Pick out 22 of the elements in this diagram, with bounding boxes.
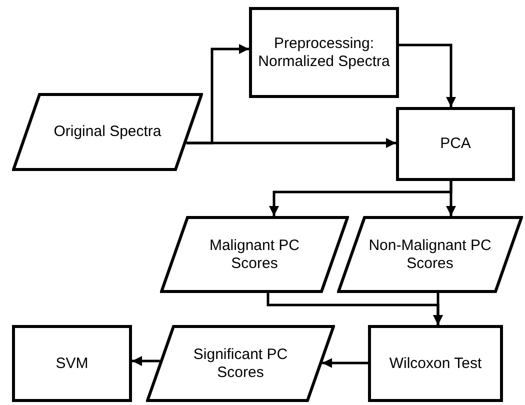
node-label: Original Spectra xyxy=(52,123,162,141)
node-label: PCA xyxy=(439,135,472,153)
node-label: Significant PC Scores xyxy=(192,346,289,382)
data-parallelogram xyxy=(146,325,335,402)
data-parallelogram xyxy=(12,93,203,171)
arrow xyxy=(399,44,456,107)
process-box xyxy=(12,325,132,402)
node-label: Preprocessing: Normalized Spectra xyxy=(257,34,391,70)
process-box xyxy=(249,7,399,98)
node-label: Malignant PC Scores xyxy=(208,236,301,272)
process-box xyxy=(368,325,503,402)
data-parallelogram xyxy=(337,216,523,293)
node-label: Wilcoxon Test xyxy=(388,354,483,372)
arrow xyxy=(446,181,456,216)
arrow xyxy=(186,138,396,148)
arrow xyxy=(322,358,368,368)
node-label: SVM xyxy=(54,354,90,372)
data-parallelogram xyxy=(160,216,349,293)
process-box xyxy=(396,107,515,181)
node-label: Non-Malignant PC Scores xyxy=(368,236,492,272)
arrow xyxy=(433,293,443,325)
arrow xyxy=(132,356,160,366)
